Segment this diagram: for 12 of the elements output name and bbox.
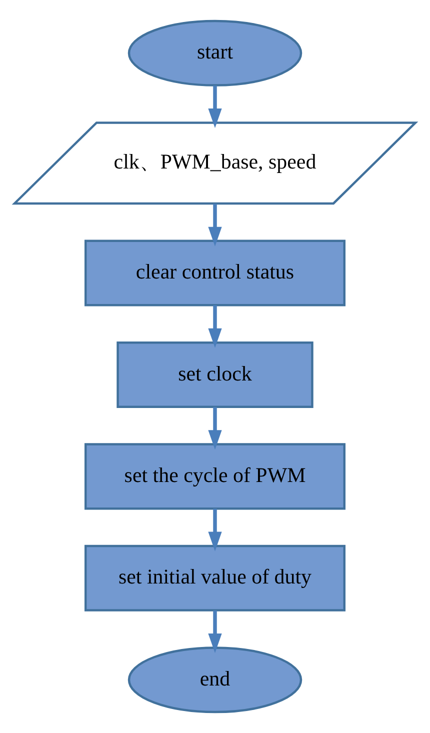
arrow	[208, 204, 222, 246]
arrow	[208, 406, 222, 450]
node-ellipse: end	[128, 646, 302, 714]
node-box: set initial value of duty	[84, 544, 346, 612]
arrow	[208, 86, 222, 128]
node-box: set clock	[116, 341, 314, 408]
arrow	[208, 610, 222, 653]
node-box: clear control status	[84, 240, 346, 306]
arrow	[208, 508, 222, 552]
node-box: set the cycle of PWM	[84, 443, 346, 510]
arrow	[208, 305, 222, 348]
node-ellipse: start	[128, 20, 302, 86]
